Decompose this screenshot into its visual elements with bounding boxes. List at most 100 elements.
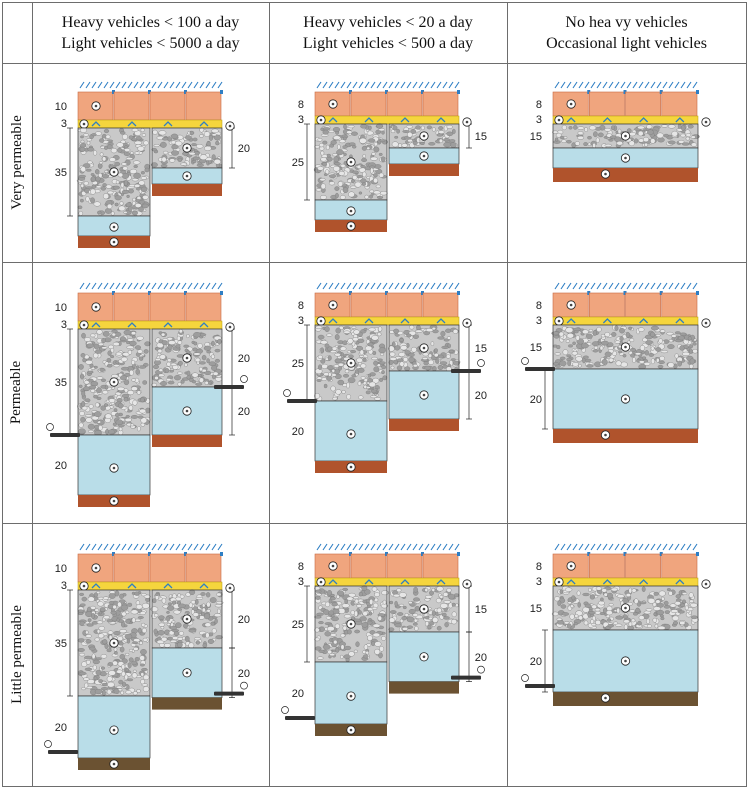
aggregate-stone	[360, 363, 367, 369]
aggregate-stone	[434, 348, 438, 353]
aggregate-stone	[685, 136, 690, 141]
aggregate-stone	[121, 681, 127, 688]
aggregate-stone	[366, 146, 371, 150]
aggregate-stone	[379, 646, 385, 652]
aggregate-stone	[650, 346, 655, 351]
rain-drop	[151, 543, 157, 551]
drain-marker	[521, 357, 529, 365]
row-label-permeable: Permeable	[8, 360, 25, 425]
rain-drop	[596, 282, 602, 290]
dimension-label: 15	[475, 131, 487, 143]
aggregate-stone	[377, 326, 383, 332]
aggregate-stone	[106, 363, 113, 368]
aggregate-stone	[134, 591, 140, 596]
aggregate-stone	[329, 653, 336, 657]
aggregate-stone	[381, 370, 385, 375]
aggregate-stone	[355, 641, 360, 647]
aggregate-stone	[609, 135, 617, 139]
rain-drop	[626, 543, 632, 551]
aggregate-stone	[623, 619, 630, 624]
aggregate-stone	[620, 361, 628, 368]
aggregate-stone	[215, 601, 224, 605]
rain-drop	[328, 543, 334, 551]
aggregate-stone	[167, 380, 175, 385]
aggregate-stone	[623, 624, 628, 630]
aggregate-stone	[177, 340, 183, 345]
aggregate-stone	[325, 601, 331, 608]
aggregate-stone	[155, 358, 161, 362]
dimension-label: 3	[536, 576, 542, 588]
aggregate-stone	[629, 609, 636, 613]
aggregate-stone	[95, 657, 102, 661]
aggregate-stone	[401, 627, 408, 631]
layer-marker-dot	[557, 319, 561, 323]
rain-drop	[644, 282, 650, 290]
dimension-label: 20	[238, 143, 250, 155]
joint-water	[421, 90, 424, 94]
aggregate-stone	[208, 135, 214, 141]
paver-block	[588, 553, 625, 579]
rain-drop	[644, 81, 650, 89]
aggregate-stone	[334, 358, 342, 364]
aggregate-stone	[161, 137, 169, 141]
infiltration-arrow	[163, 583, 173, 589]
rain-drop	[109, 543, 115, 551]
aggregate-stone	[314, 145, 320, 149]
layer-marker-dot	[319, 319, 323, 323]
aggregate-stone	[582, 592, 590, 597]
joint-water	[184, 552, 187, 556]
aggregate-stone	[368, 381, 376, 388]
aggregate-stone	[441, 345, 449, 349]
aggregate-stone	[561, 612, 569, 616]
aggregate-stone	[134, 151, 140, 155]
aggregate-stone	[658, 338, 663, 344]
aggregate-stone	[130, 331, 136, 336]
aggregate-stone	[656, 609, 665, 616]
aggregate-stone	[211, 154, 216, 160]
layer-marker-dot	[704, 120, 708, 124]
aggregate-stone	[573, 622, 578, 626]
paver-block	[625, 91, 662, 117]
aggregate-stone	[571, 351, 578, 356]
aggregate-stone	[577, 135, 585, 140]
aggregate-stone	[123, 329, 132, 336]
aggregate-stone	[375, 184, 381, 189]
aggregate-stone	[315, 595, 321, 600]
aggregate-stone	[606, 610, 613, 616]
aggregate-stone	[132, 691, 138, 696]
aggregate-stone	[322, 129, 329, 135]
aggregate-stone	[604, 143, 612, 147]
paver-block	[350, 91, 387, 117]
aggregate-stone	[112, 604, 117, 610]
rain-drop	[632, 543, 638, 551]
aggregate-stone	[407, 131, 413, 138]
aggregate-stone	[128, 657, 134, 663]
rain-drop	[692, 81, 698, 89]
aggregate-stone	[450, 358, 456, 362]
aggregate-stone	[125, 618, 131, 624]
joint-water	[696, 90, 699, 94]
aggregate-stone	[663, 600, 669, 606]
aggregate-stone	[647, 129, 654, 135]
aggregate-stone	[192, 347, 198, 352]
aggregate-stone	[183, 344, 189, 348]
drain-pipe	[214, 691, 244, 696]
aggregate-stone	[590, 619, 595, 624]
aggregate-stone	[341, 603, 350, 608]
aggregate-stone	[136, 689, 141, 693]
layer-marker-dot	[82, 323, 86, 327]
paver-block	[661, 292, 698, 318]
aggregate-stone	[344, 645, 352, 651]
layer-marker-dot	[349, 432, 353, 436]
aggregate-stone	[363, 644, 368, 650]
drain-marker	[46, 423, 54, 431]
aggregate-stone	[653, 612, 658, 616]
aggregate-stone	[317, 334, 325, 340]
aggregate-stone	[204, 622, 212, 628]
aggregate-stone	[207, 638, 215, 644]
drain-marker	[240, 375, 248, 383]
aggregate-stone	[124, 633, 133, 640]
aggregate-stone	[90, 173, 95, 176]
aggregate-stone	[118, 641, 124, 646]
